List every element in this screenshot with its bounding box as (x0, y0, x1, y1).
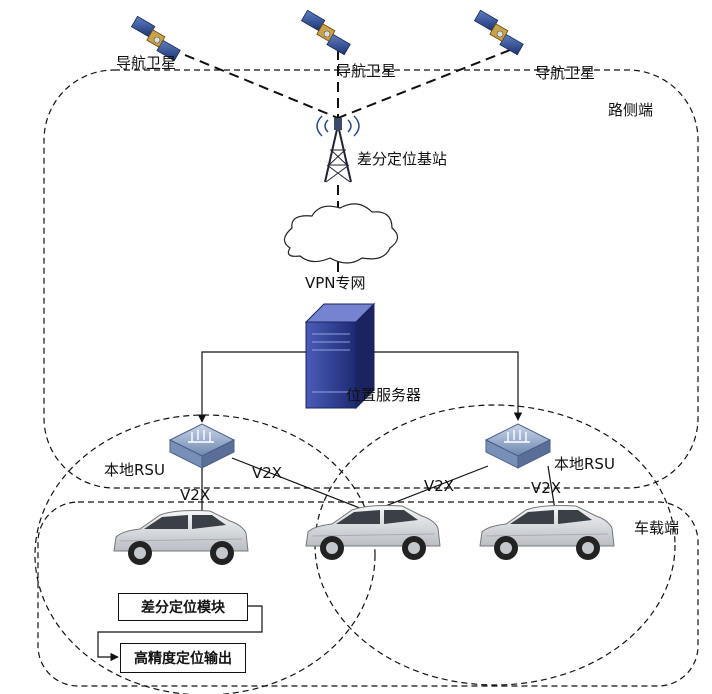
car-icon (113, 510, 249, 566)
car-icon (479, 505, 615, 561)
satellite-label: 导航卫星 (116, 54, 177, 72)
precision-output-box: 高精度定位输出 (120, 643, 246, 673)
precision-output-label: 高精度定位输出 (134, 651, 232, 667)
roadside-zone-boundary (43, 69, 699, 489)
rsu-icon (485, 423, 551, 469)
v2x-label: V2X (180, 486, 211, 504)
base-station-tower-icon (316, 115, 360, 183)
v2x-label: V2X (424, 477, 455, 495)
roadside-zone-label: 路侧端 (608, 101, 654, 119)
module-connector (97, 605, 263, 662)
v2x-label: V2X (531, 479, 562, 497)
rsu-label: 本地RSU (554, 455, 615, 473)
vehicle-zone-boundary (37, 501, 699, 687)
differential-module-box: 差分定位模块 (118, 593, 248, 621)
satellite-icon (474, 9, 524, 56)
car-icon (305, 505, 441, 561)
cloud-icon (283, 203, 399, 264)
network-label: VPN专网 (305, 274, 366, 292)
server-label: 位置服务器 (346, 386, 422, 404)
differential-module-label: 差分定位模块 (141, 600, 225, 616)
satellite-label: 导航卫星 (336, 62, 397, 80)
rsu-icon (169, 423, 235, 469)
rsu-label: 本地RSU (104, 461, 165, 479)
server-rsu-links (197, 351, 523, 423)
v2x-label: V2X (252, 464, 283, 482)
satellite-icon (301, 9, 351, 56)
satellite-label: 导航卫星 (535, 64, 596, 82)
vehicle-zone-label: 车载端 (634, 519, 680, 537)
server-icon (304, 302, 376, 410)
base-station-label: 差分定位基站 (357, 150, 448, 168)
